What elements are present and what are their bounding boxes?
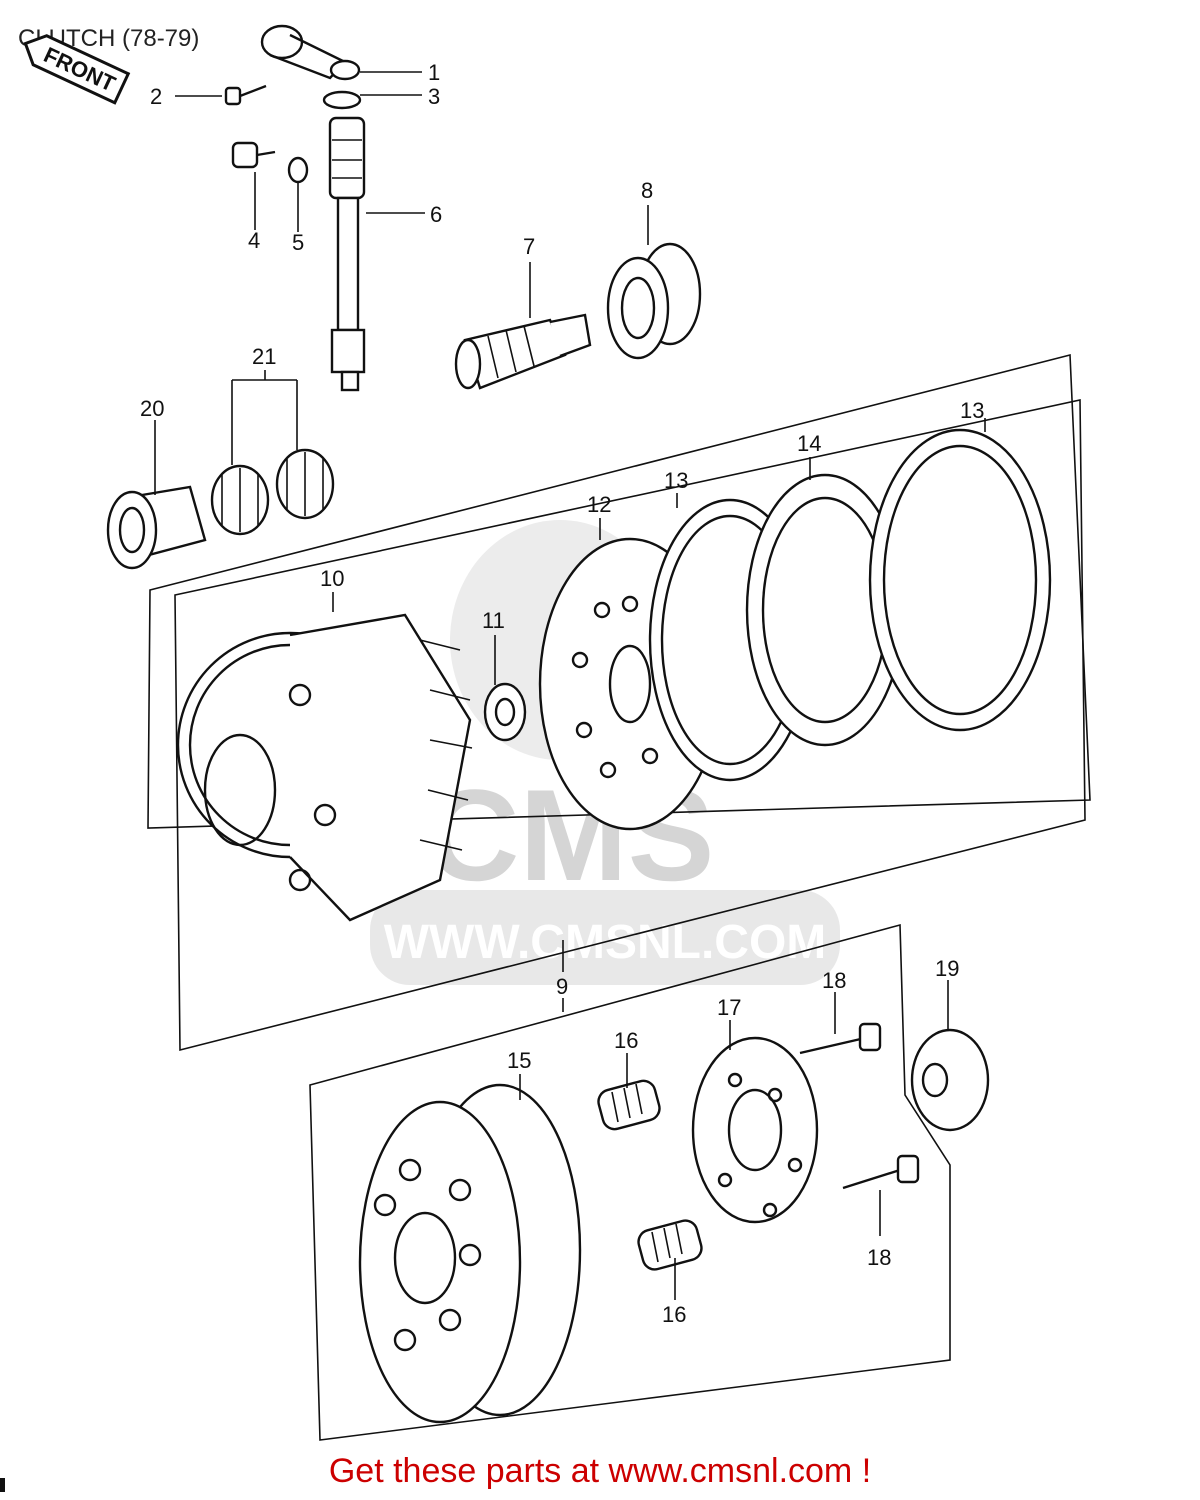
callout-18a: 18 [822, 968, 846, 993]
callout-21: 21 [252, 344, 276, 369]
callout-numbers: 1 2 3 4 5 6 7 8 9 10 11 12 13 14 13 15 1… [140, 60, 984, 1327]
callout-7: 7 [523, 234, 535, 259]
bolt-part-18b [842, 1154, 920, 1190]
pusher-part-7 [454, 313, 592, 390]
bearing-part-8 [606, 242, 702, 360]
callout-5: 5 [292, 230, 304, 255]
bolt-part-18a [799, 1022, 882, 1055]
release-lever-part-1 [260, 24, 361, 81]
group-outline-lower [309, 923, 951, 1441]
needle-bearing-part-21 [210, 448, 335, 536]
callout-10: 10 [320, 566, 344, 591]
callout-16b: 16 [662, 1302, 686, 1327]
release-shaft-part-6 [328, 116, 366, 392]
callout-12: 12 [587, 492, 611, 517]
callout-17: 17 [717, 995, 741, 1020]
group-outline-housing [174, 399, 1086, 1052]
edge-mark [0, 1478, 5, 1492]
callout-16a: 16 [614, 1028, 638, 1053]
callout-20: 20 [140, 396, 164, 421]
o-ring-part-3 [322, 90, 362, 110]
spring-plate-part-17 [691, 1036, 819, 1224]
leader-lines [154, 71, 986, 1300]
callout-19: 19 [935, 956, 959, 981]
bolt-part-4 [231, 141, 276, 169]
callout-13b: 13 [960, 398, 984, 423]
spring-part-16a [597, 1079, 661, 1131]
friction-plate-inner-13b [882, 444, 1038, 716]
callout-6: 6 [430, 202, 442, 227]
callout-2: 2 [150, 84, 162, 109]
callout-4: 4 [248, 228, 260, 253]
friction-plate-part-13b [868, 428, 1052, 732]
callout-9: 9 [556, 974, 568, 999]
callout-15: 15 [507, 1048, 531, 1073]
clutch-hub-part-15 [358, 1083, 582, 1424]
callout-13a: 13 [664, 468, 688, 493]
spring-part-16b [637, 1219, 703, 1271]
washer-part-11 [483, 682, 527, 742]
screw-part-2 [224, 84, 267, 106]
callout-3: 3 [428, 84, 440, 109]
nut-part-19 [910, 1028, 990, 1132]
collar-part-20 [106, 485, 207, 570]
callout-11: 11 [482, 608, 505, 633]
seal-part-5 [287, 156, 309, 184]
callout-18b: 18 [867, 1245, 891, 1270]
callout-1: 1 [428, 60, 440, 85]
callout-8: 8 [641, 178, 653, 203]
clutch-housing-part-10 [176, 613, 473, 922]
footer-link-text[interactable]: Get these parts at www.cmsnl.com ! [328, 1452, 872, 1490]
callout-14: 14 [797, 431, 821, 456]
group-outline-upper [147, 353, 1091, 829]
